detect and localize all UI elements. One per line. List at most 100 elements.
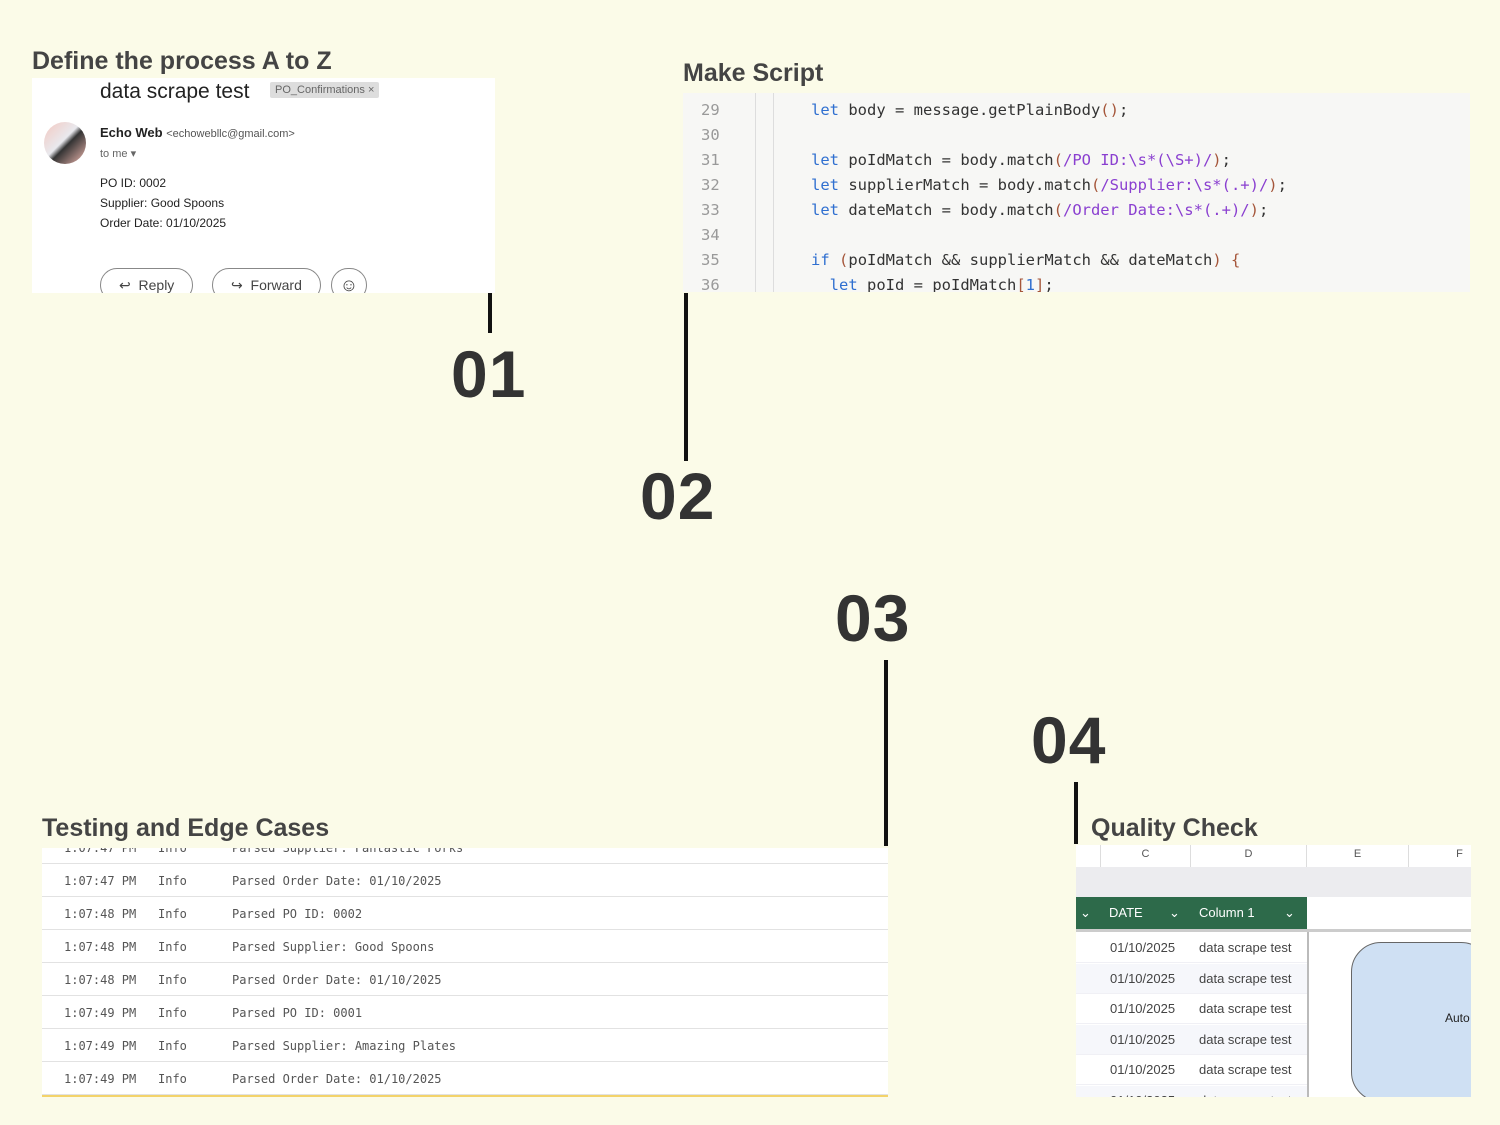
log-row: 1:07:49 PM Info Parsed Order Date: 01/10/2… [42, 1062, 888, 1095]
table-cell[interactable]: data scrape test [1199, 970, 1292, 986]
shape-label: Auto [1445, 1011, 1470, 1025]
step-1-title: Define the process A to Z [32, 47, 332, 75]
log-level: Info [158, 1006, 187, 1020]
log-time: 1:07:48 PM [64, 973, 137, 987]
sender-name: Echo Web [100, 125, 163, 140]
line-number: 33 [701, 201, 720, 219]
reply-icon: ↩ [119, 277, 131, 293]
log-level: Info [158, 848, 187, 855]
log-time: 1:07:48 PM [64, 907, 137, 921]
email-body: PO ID: 0002 Supplier: Good Spoons Order … [100, 173, 226, 233]
table-cell[interactable]: 01/10/2025 [1110, 1093, 1175, 1098]
column-header[interactable]: C [1101, 845, 1191, 867]
connector-line [684, 293, 688, 461]
table-row: 01/10/2025 data scrape test [1076, 1024, 1307, 1055]
log-msg: Parsed Order Date: 01/10/2025 [232, 973, 442, 987]
table-cell[interactable]: 01/10/2025 [1110, 1062, 1176, 1077]
log-time: 1:07:48 PM [64, 940, 137, 954]
table-header-row: ⌄ DATE ⌄ Column 1 ⌄ [1076, 897, 1307, 929]
table-cell[interactable]: data scrape test [1199, 1062, 1292, 1077]
code-editor[interactable]: 29 let body = message.getPlainBody(); 30 31… [683, 93, 1470, 292]
log-msg: Parsed Supplier: Amazing Plates [232, 1039, 456, 1053]
line-number: 31 [701, 151, 720, 169]
step-4-number: 04 [1031, 703, 1107, 777]
sender-email: <echowebllc@gmail.com> [166, 128, 295, 140]
code-line[interactable]: let poIdMatch = body.match(/PO ID:\s*(\S… [811, 151, 1231, 169]
step-4-title: Quality Check [1091, 814, 1258, 842]
code-line[interactable]: let supplierMatch = body.match(/Supplier… [811, 176, 1287, 194]
step-2-title: Make Script [683, 59, 824, 87]
log-row: 1:07:48 PM Info Parsed Order Date: 01/10/2… [42, 963, 888, 996]
code-line[interactable]: let poId = poIdMatch[1]; [829, 276, 1054, 292]
line-number: 36 [701, 276, 720, 292]
emoji-button[interactable]: ☺ [331, 268, 367, 293]
table-row: 01/10/2025 data scrape test [1076, 963, 1307, 994]
column-header[interactable]: F [1409, 845, 1471, 867]
table-cell[interactable]: data scrape test [1199, 1093, 1292, 1098]
log-level: Info [158, 940, 187, 954]
recipient-dropdown[interactable]: to me ▾ [100, 148, 137, 160]
log-level: Info [158, 1072, 187, 1086]
line-number: 34 [701, 226, 720, 244]
step-3-number: 03 [835, 581, 911, 655]
table-cell[interactable]: 01/10/2025 [1110, 1001, 1176, 1016]
line-number: 29 [701, 101, 720, 119]
log-level: Info [158, 874, 187, 888]
table-cell[interactable]: data scrape test [1199, 1031, 1292, 1047]
step-1-number: 01 [451, 337, 527, 411]
code-line[interactable]: if (poIdMatch && supplierMatch && dateMa… [811, 251, 1241, 269]
chevron-down-icon[interactable]: ⌄ [1284, 905, 1295, 920]
table-row: 01/10/2025 data scrape test [1076, 1085, 1307, 1098]
automation-shape[interactable]: Auto [1351, 942, 1471, 1097]
log-msg: Parsed Order Date: 01/10/2025 [232, 1072, 442, 1086]
table-cell[interactable]: 01/10/2025 [1110, 1031, 1176, 1047]
log-level: Info [158, 907, 187, 921]
body-line: Supplier: Good Spoons [100, 196, 225, 210]
step-3-title: Testing and Edge Cases [42, 814, 330, 842]
header-column-1[interactable]: Column 1 [1199, 905, 1255, 920]
log-row: 1:07:49 PM Info Parsed PO ID: 0001 [42, 996, 888, 1029]
log-msg: Parsed Order Date: 01/10/2025 [232, 874, 442, 888]
header-date[interactable]: DATE [1109, 905, 1143, 920]
close-icon[interactable]: × [367, 84, 375, 96]
emoji-icon: ☺ [339, 275, 359, 293]
table-row: 01/10/2025 data scrape test [1076, 994, 1307, 1024]
email-preview: data scrape test PO_Confirmations × Echo… [32, 78, 495, 293]
line-number: 35 [701, 251, 720, 269]
table-cell[interactable]: data scrape test [1199, 1001, 1292, 1016]
line-number: 30 [701, 126, 720, 144]
forward-icon: ↪ [231, 277, 243, 293]
email-label[interactable]: PO_Confirmations × [270, 82, 380, 98]
log-level: Info [158, 1039, 187, 1053]
spreadsheet: C D E F ⌄ DATE ⌄ Column 1 ⌄ 01/10/2025 da… [1076, 845, 1471, 1097]
log-time: 1:07:49 PM [64, 1006, 137, 1020]
chevron-down-icon[interactable]: ⌄ [1080, 905, 1091, 920]
column-header[interactable]: D [1191, 845, 1307, 867]
forward-button[interactable]: ↪ Forward [212, 268, 321, 293]
sender: Echo Web <echowebllc@gmail.com> [100, 125, 295, 140]
log-level: Info [158, 973, 187, 987]
table-cell[interactable]: 01/10/2025 [1110, 940, 1176, 955]
log-msg: Parsed PO ID: 0001 [232, 1006, 363, 1020]
table-cell[interactable]: data scrape test [1199, 940, 1292, 955]
table-cell[interactable]: 01/10/2025 [1110, 970, 1176, 986]
code-line[interactable]: let body = message.getPlainBody(); [811, 101, 1129, 119]
log-time: 1:07:49 PM [64, 1072, 137, 1086]
step-2-number: 02 [640, 459, 716, 533]
chevron-down-icon[interactable]: ⌄ [1169, 905, 1180, 920]
log-time: 1:07:47 PM [64, 848, 137, 855]
column-header[interactable]: E [1307, 845, 1409, 867]
connector-line [488, 293, 492, 333]
line-number: 32 [701, 176, 720, 194]
table-row: 01/10/2025 data scrape test [1076, 933, 1307, 963]
forward-label: Forward [250, 277, 302, 293]
reply-button[interactable]: ↩ Reply [100, 268, 194, 293]
connector-line [884, 660, 888, 846]
avatar [44, 122, 86, 164]
code-line[interactable]: let dateMatch = body.match(/Order Date:\… [811, 201, 1269, 219]
